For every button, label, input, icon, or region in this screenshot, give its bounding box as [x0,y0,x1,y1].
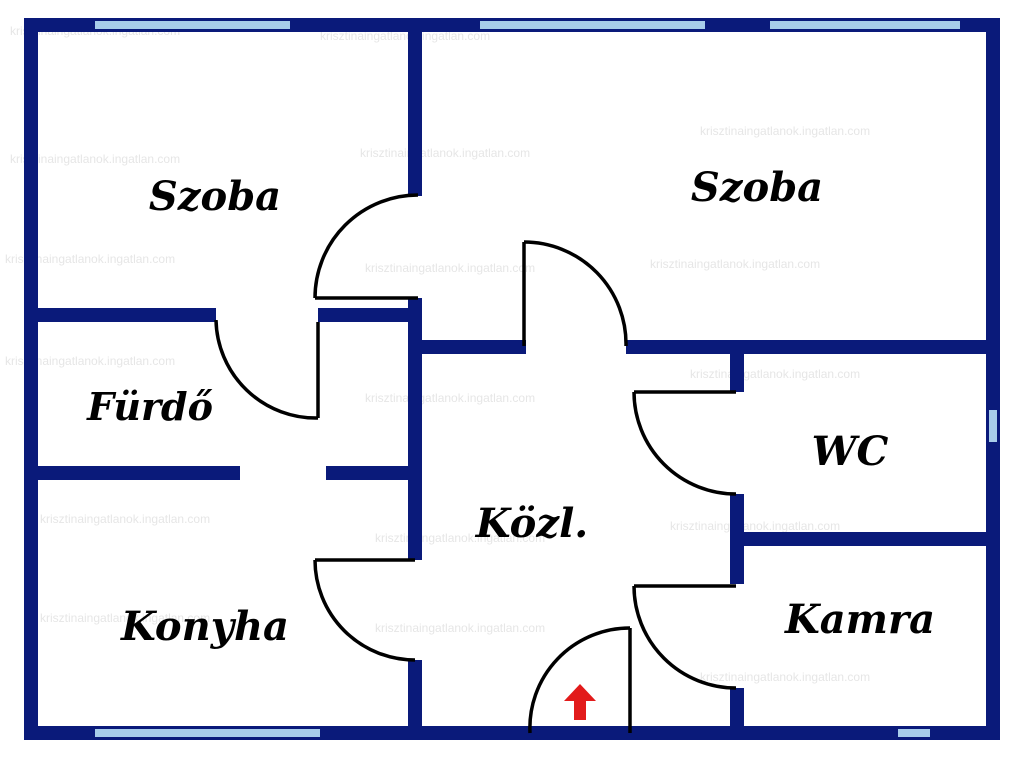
door-arc [523,240,628,347]
wall-segment [408,660,422,740]
watermark: krisztinaingatlanok.ingatlan.com [375,621,545,635]
wall-segment [730,532,1000,546]
wall-segment [24,308,216,322]
window [898,729,930,737]
watermark: krisztinaingatlanok.ingatlan.com [670,519,840,533]
wall-segment [408,18,422,196]
watermark: krisztinaingatlanok.ingatlan.com [365,391,535,405]
door-arc [632,585,737,690]
watermark: krisztinaingatlanok.ingatlan.com [650,257,820,271]
door-arc [214,319,319,420]
watermark: krisztinaingatlanok.ingatlan.com [365,261,535,275]
wall-segment [318,308,422,322]
windows [95,21,997,737]
door-swings [214,193,737,734]
window [770,21,960,29]
watermark: krisztinaingatlanok.ingatlan.com [690,367,860,381]
door-arc [632,391,737,496]
door-arc [313,193,419,299]
watermark: krisztinaingatlanok.ingatlan.com [5,252,175,266]
watermark: krisztinaingatlanok.ingatlan.com [700,670,870,684]
wall-segment [408,340,526,354]
watermark: krisztinaingatlanok.ingatlan.com [5,354,175,368]
wall-right [986,18,1000,740]
room-label-kamra: Kamra [784,596,935,643]
interior-walls [24,18,1000,740]
room-label-furdo: Fürdő [86,384,213,429]
room-label-wc: WC [812,428,889,475]
wall-left [24,18,38,740]
window [95,21,290,29]
door-arc [528,626,631,734]
room-label-szoba-left: Szoba [149,173,281,220]
window [989,410,997,442]
entrance-arrow-icon [564,684,596,720]
wall-segment [326,466,422,480]
wall-segment [408,298,422,560]
watermark: krisztinaingatlanok.ingatlan.com [40,512,210,526]
watermark: krisztinaingatlanok.ingatlan.com [360,146,530,160]
room-labels: Szoba Szoba Fürdő Konyha Közl. WC Kamra [86,164,935,650]
wall-segment [626,340,1000,354]
room-label-konyha: Konyha [120,603,289,650]
wall-segment [24,466,240,480]
window [95,729,320,737]
room-label-szoba-right: Szoba [691,164,823,211]
watermark: krisztinaingatlanok.ingatlan.com [320,29,490,43]
window [480,21,705,29]
room-label-kozl: Közl. [475,500,588,547]
wall-segment [730,340,744,392]
watermark: krisztinaingatlanok.ingatlan.com [10,152,180,166]
watermark: krisztinaingatlanok.ingatlan.com [700,124,870,138]
door-arc [313,559,416,662]
watermark: krisztinaingatlanok.ingatlan.com [40,611,210,625]
wall-segment [730,688,744,740]
